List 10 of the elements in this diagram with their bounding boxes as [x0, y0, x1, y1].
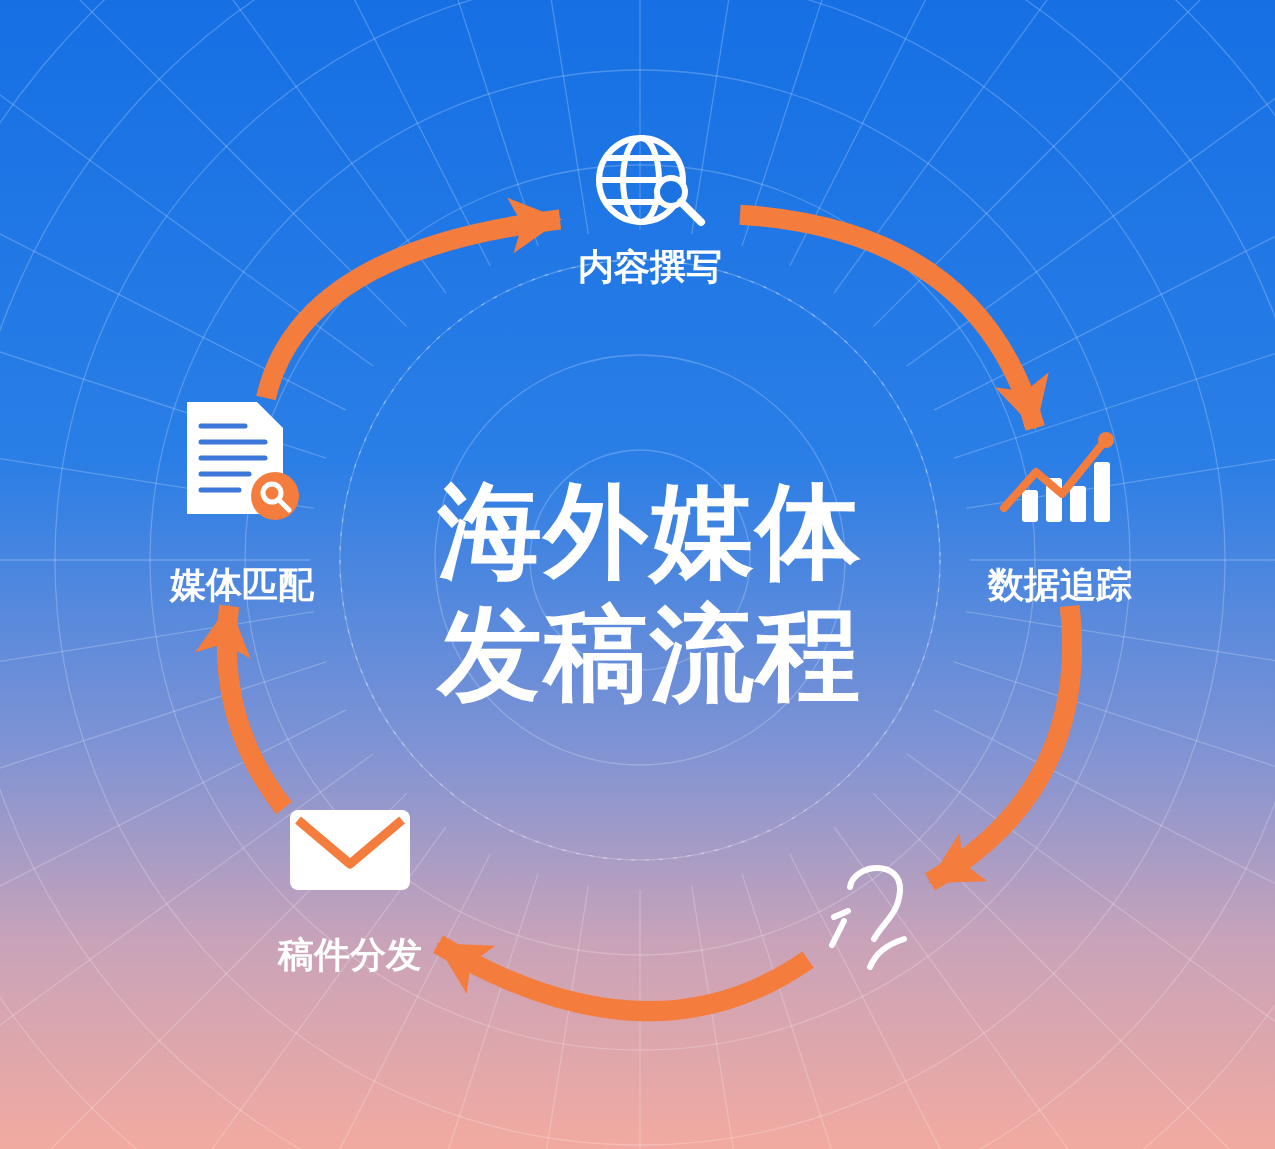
curved-arrow: [196, 604, 293, 814]
curved-arrow: [739, 204, 1047, 432]
curved-arrow: [256, 198, 562, 401]
step-label: 稿件分发: [278, 932, 422, 976]
curved-arrow: [924, 605, 1082, 891]
step-label: 数据追踪: [988, 562, 1132, 606]
step-label: 媒体匹配: [170, 562, 314, 606]
step-label: 内容撰写: [578, 244, 722, 288]
curved-arrow: [433, 935, 814, 1021]
diagram-title: 海外媒体发稿流程: [435, 470, 863, 716]
